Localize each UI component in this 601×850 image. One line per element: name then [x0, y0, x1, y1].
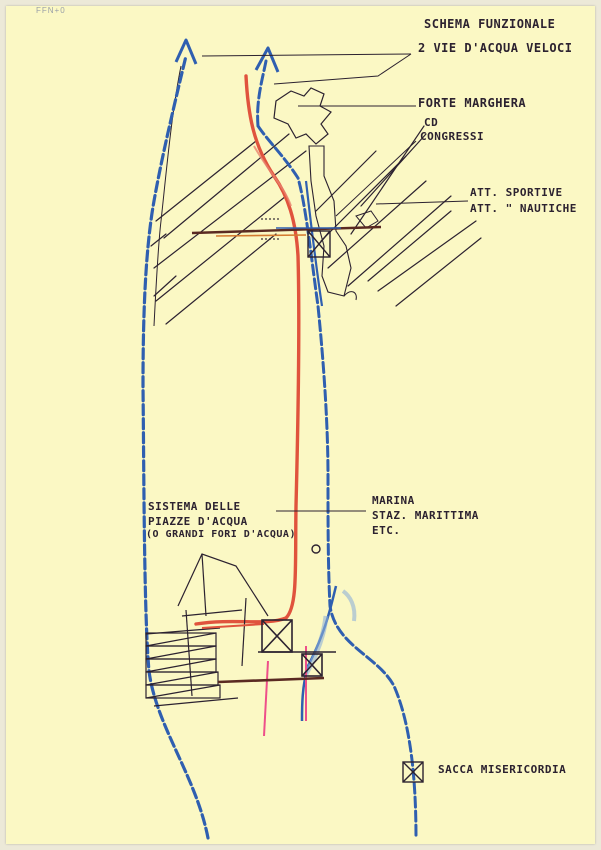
crossing-bar-upper: [191, 225, 382, 237]
crossing-square-upper: [307, 230, 331, 258]
blue-water-route-center: [256, 59, 418, 840]
marina-square: [261, 619, 323, 677]
label-marina: Marina: [372, 494, 415, 507]
water-squares-system: [145, 553, 269, 707]
label-sacca-misericordia: Sacca Misericordia: [438, 763, 567, 776]
crossing-bar-lower: [217, 676, 325, 684]
label-forte-marghera: Forte Marghera: [418, 96, 527, 110]
label-water-squares-1: Sistema delle: [148, 500, 241, 513]
label-sport-activities: Att. sportive: [470, 186, 563, 199]
dotted-grid: [261, 218, 279, 240]
label-congress: Congressi: [420, 130, 485, 143]
sketch-sheet: FFN+0: [6, 6, 595, 844]
canal-edge-left: [153, 65, 182, 327]
label-maritime-station: Staz. marittima: [372, 509, 479, 522]
label-water-squares-3: (o grandi fori d'acqua): [146, 529, 296, 540]
label-title: Schema funzionale: [424, 17, 556, 31]
label-fast-water-routes: 2 vie d'acqua veloci: [418, 41, 573, 55]
forte-marghera-shape: [273, 87, 332, 145]
corner-scribble: FFN+0: [36, 6, 66, 15]
label-water-squares-2: piazze d'acqua: [148, 515, 248, 528]
pink-line-1: [263, 660, 269, 737]
blue-water-route-left: [141, 54, 210, 840]
label-leader-lines: [201, 53, 469, 512]
label-nautical-activities: Att. " nautiche: [470, 202, 577, 215]
blue-arrow-head-center: [254, 46, 280, 73]
hatching-upper: [150, 125, 482, 325]
congress-area-outline: [308, 145, 352, 297]
functional-scheme-drawing: [141, 38, 482, 840]
sacca-square: [402, 761, 424, 783]
blue-arrow-head-left: [174, 38, 198, 65]
label-congress-cd: CD: [424, 116, 439, 129]
small-circle-marker: [311, 544, 321, 554]
label-etc: etc.: [372, 524, 401, 537]
